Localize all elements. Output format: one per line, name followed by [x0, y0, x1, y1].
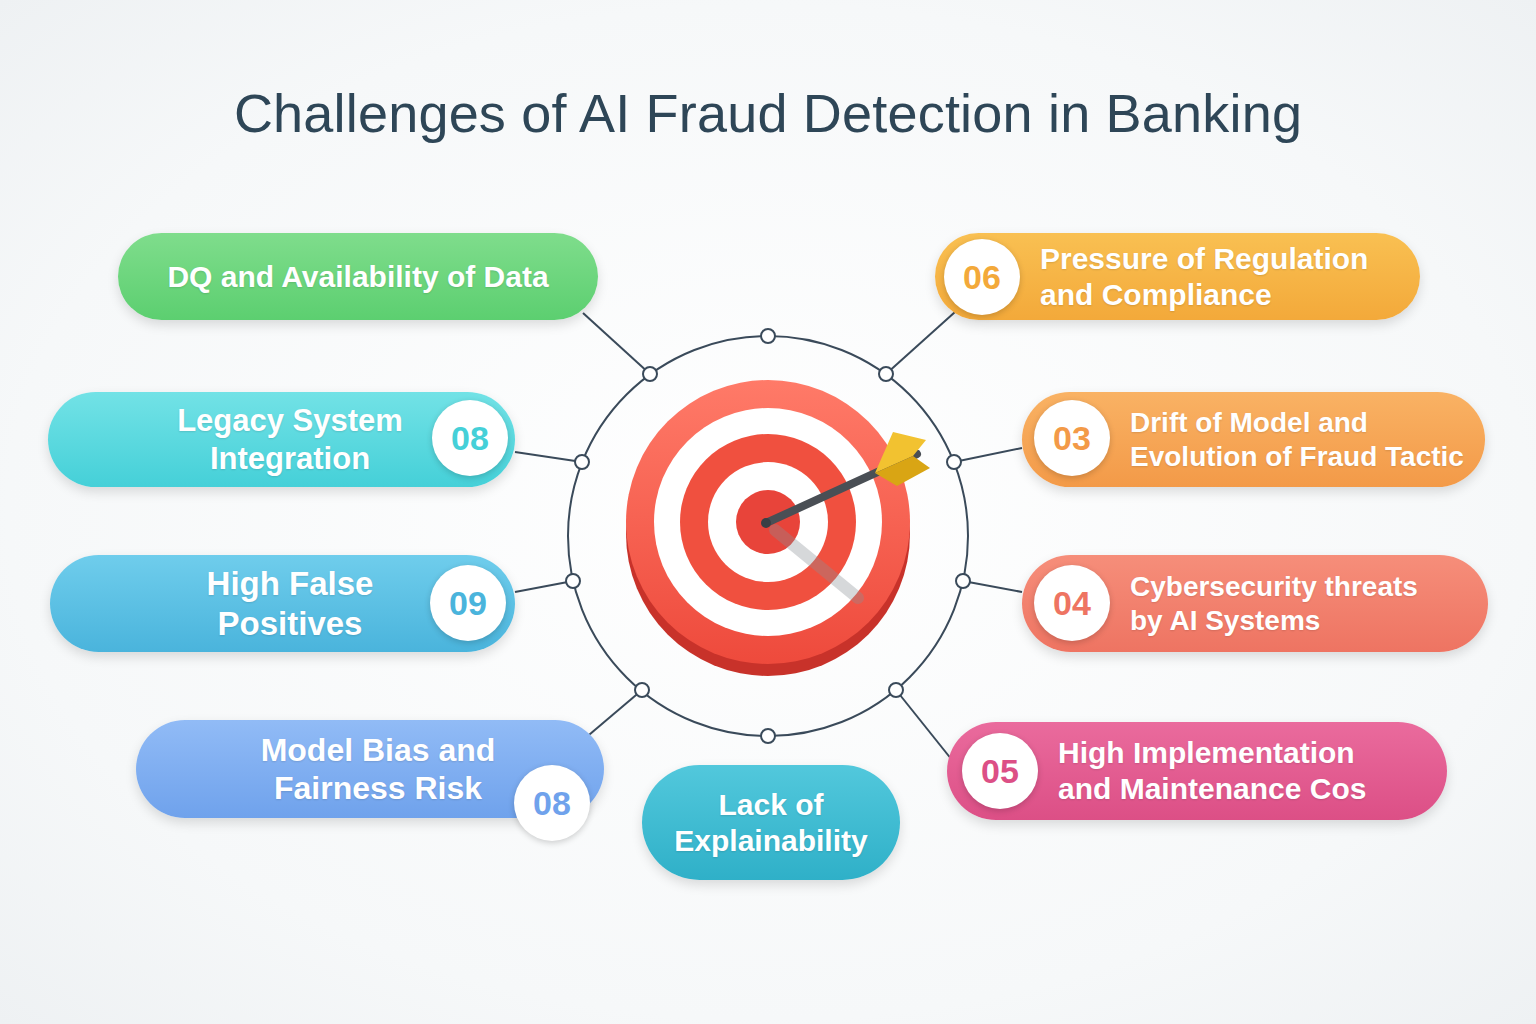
callout-number: 09	[430, 565, 506, 641]
challenge-label: Cybersecurity threats by AI Systems	[1130, 555, 1440, 652]
arrow-shadow	[775, 530, 858, 598]
callout-number: 04	[1034, 565, 1110, 641]
challenge-pill: 04 Cybersecurity threats by AI Systems	[1022, 555, 1488, 652]
challenge-label: Model Bias and Fairness Risk	[228, 720, 528, 818]
challenge-label: High Implementation and Maintenance Cos	[1058, 722, 1403, 820]
title: Challenges of AI Fraud Detection in Bank…	[0, 82, 1536, 144]
ring-dot	[947, 455, 961, 469]
target-ring	[654, 408, 882, 636]
leader-line	[886, 312, 955, 374]
ring-dot	[889, 683, 903, 697]
arrow-tip	[761, 518, 771, 528]
ring-dot	[643, 367, 657, 381]
leader-line	[583, 313, 650, 374]
challenge-label: Drift of Model and Evolution of Fraud Ta…	[1130, 392, 1475, 487]
ring-dot	[761, 729, 775, 743]
challenge-label: Pressure of Regulation and Compliance	[1040, 233, 1405, 320]
leader-line	[963, 581, 1022, 592]
challenge-pill: 03 Drift of Model and Evolution of Fraud …	[1022, 392, 1485, 487]
leader-lines	[515, 312, 1022, 760]
arrow-fletching	[875, 456, 930, 486]
arrow	[761, 432, 930, 598]
challenge-label: Lack of Explainability	[656, 765, 886, 880]
leader-line	[515, 581, 573, 592]
leader-line	[515, 452, 582, 462]
ring-dots	[566, 329, 970, 743]
challenge-label: Legacy System Integration	[150, 392, 430, 487]
target-ring	[680, 434, 856, 610]
challenge-pill: Lack of Explainability	[642, 765, 900, 880]
challenge-pill: High False Positives09	[50, 555, 515, 652]
challenge-pill: Model Bias and Fairness Risk08	[136, 720, 604, 818]
callout-number: 08	[432, 400, 508, 476]
challenge-pill: DQ and Availability of Data	[118, 233, 598, 320]
ring-dot	[879, 367, 893, 381]
target	[626, 380, 910, 676]
callout-number: 08	[514, 765, 590, 841]
ring-dot	[635, 683, 649, 697]
leader-line	[896, 690, 952, 760]
leader-line	[954, 448, 1022, 462]
challenge-label: DQ and Availability of Data	[138, 233, 578, 320]
challenge-pill: Legacy System Integration08	[48, 392, 515, 487]
challenge-pill: 06 Pressure of Regulation and Compliance	[935, 233, 1420, 320]
challenge-label: High False Positives	[165, 555, 415, 652]
leader-line	[583, 690, 642, 740]
ring-dot	[575, 455, 589, 469]
ring-dot	[761, 329, 775, 343]
callout-number: 03	[1034, 400, 1110, 476]
target-ring	[626, 380, 910, 664]
ring-dot	[566, 574, 580, 588]
callout-number: 06	[944, 239, 1020, 315]
ring-dot	[956, 574, 970, 588]
hub-ring	[568, 336, 968, 736]
challenge-pill: 05 High Implementation and Maintenance Co…	[947, 722, 1447, 820]
callout-number: 05	[962, 733, 1038, 809]
